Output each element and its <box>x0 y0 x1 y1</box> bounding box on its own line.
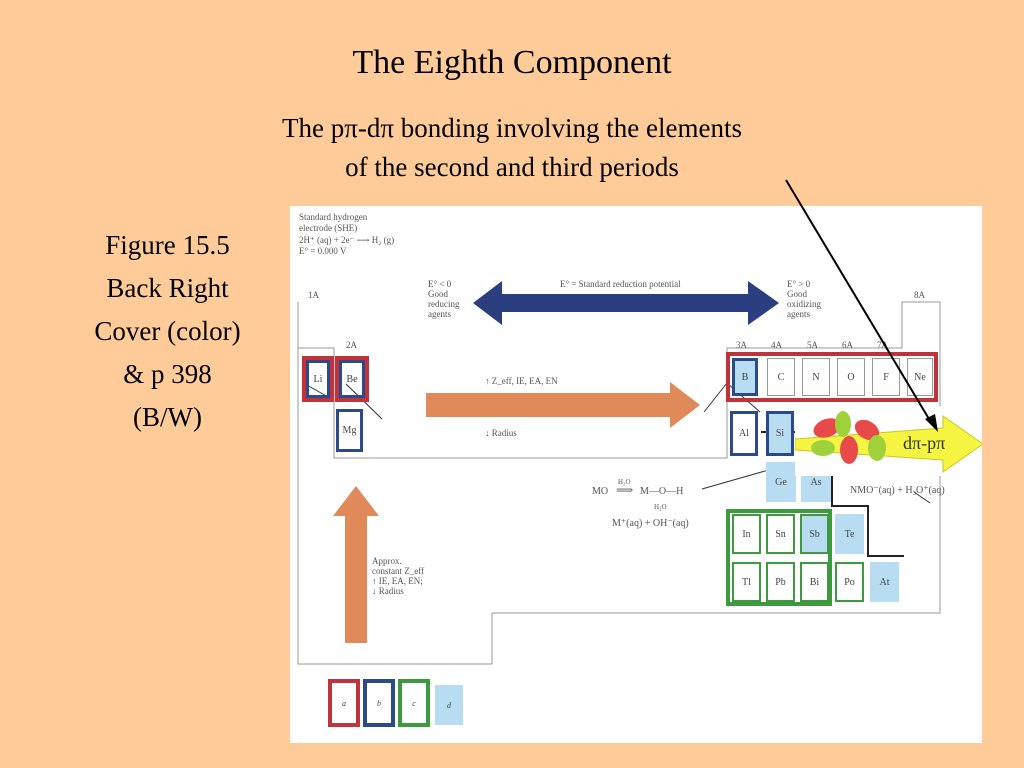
group-label-5a: 5A <box>807 340 818 350</box>
subtitle-line-2: of the second and third periods <box>345 152 679 182</box>
approx-line-1: Approx. <box>372 556 402 566</box>
reducing-line-3: reducing <box>428 299 460 309</box>
subtitle-line-1: The pπ-dπ bonding involving the elements <box>282 113 742 143</box>
caption-line-2: Back Right <box>106 273 229 303</box>
legend-key-c: c <box>398 679 430 727</box>
be-red-frame <box>335 356 369 402</box>
mo-label: MO <box>592 486 609 497</box>
approx-line-2: constant Z_eff <box>372 566 425 576</box>
zeff-trend-label: ↑ Z_eff, IE, EA, EN <box>485 376 558 386</box>
reduction-double-arrow <box>473 281 779 325</box>
approx-zeff-arrow <box>333 486 379 643</box>
group-label-6a: 6A <box>842 340 853 350</box>
p-block-metal-frame <box>726 509 832 606</box>
legend-key-a: a <box>328 679 360 727</box>
green-orbital-lobe-1 <box>835 411 851 437</box>
element-po: Po <box>835 562 864 602</box>
caption-line-1: Figure 15.5 <box>105 230 230 260</box>
element-tl: Tl <box>732 562 761 602</box>
element-mg: Mg <box>336 409 363 452</box>
approx-line-3: ↑ IE, EA, EN; <box>372 576 423 586</box>
reducing-line-4: agents <box>428 309 451 319</box>
slide-title: The Eighth Component <box>352 44 672 81</box>
element-n: N <box>802 358 830 396</box>
base-products-label: M⁺(aq) + OH⁻(aq) <box>612 518 689 529</box>
group-label-7a: 7A <box>877 340 888 350</box>
element-pb: Pb <box>766 562 795 602</box>
element-at: At <box>870 562 899 602</box>
caption-line-5: (B/W) <box>133 402 202 432</box>
element-li: Li <box>306 360 330 398</box>
legend-key-b: b <box>363 679 395 727</box>
reducing-line-2: Good <box>428 289 448 299</box>
element-f: F <box>872 358 900 396</box>
orbital-overlay-svg <box>795 411 982 473</box>
oxidizing-line-2: Good <box>787 289 807 299</box>
element-o: O <box>837 358 865 396</box>
caption-line-3: Cover (color) <box>94 316 241 346</box>
element-al: Al <box>730 411 758 456</box>
element-sb: Sb <box>800 514 829 554</box>
she-line-1: Standard hydrogen <box>299 212 368 222</box>
oxidizing-line-1: E° > 0 <box>787 279 811 289</box>
element-ge: Ge <box>766 462 796 502</box>
li-red-frame <box>302 356 334 402</box>
green-orbital-lobe-2 <box>868 435 886 461</box>
dpi-ppi-label: dπ-pπ <box>903 433 946 453</box>
element-b: B <box>732 358 758 396</box>
element-si: Si <box>766 411 794 456</box>
group-label-3a: 3A <box>736 340 747 350</box>
group-label-8a: 8A <box>914 290 925 300</box>
group-label-2a: 2A <box>346 340 357 350</box>
she-line-3: 2H⁺ (aq) + 2e⁻ ⟶ H₂ (g) <box>299 235 395 245</box>
red-orbital-lobe-3 <box>840 436 858 464</box>
red-orbital-lobe-2 <box>854 419 880 441</box>
radius-trend-label: ↓ Radius <box>485 428 517 438</box>
mo-reaction-arrow: ⟹ <box>616 483 634 497</box>
moh-label: M—O—H <box>640 486 684 497</box>
acid-products-label: NMO⁻(aq) + H₃O⁺(aq) <box>850 485 945 496</box>
she-line-4: E° = 0.000 V <box>299 246 347 256</box>
she-line-2: electrode (SHE) <box>299 223 358 233</box>
periodic-table-figure: Standard hydrogen electrode (SHE) 2H⁺ (a… <box>290 206 982 743</box>
legend-key-d: d <box>435 685 463 725</box>
oxidizing-line-3: oxidizing <box>787 299 821 309</box>
element-be: Be <box>339 360 365 398</box>
group-label-1a: 1A <box>308 290 319 300</box>
element-ne: Ne <box>907 358 933 396</box>
element-te: Te <box>835 514 864 554</box>
group-label-4a: 4A <box>771 340 782 350</box>
caption-line-4: & p 398 <box>123 359 212 389</box>
element-in: In <box>732 514 761 554</box>
reduction-potential-label: E° = Standard reduction potential <box>560 279 681 289</box>
element-bi: Bi <box>800 562 829 602</box>
oxidizing-line-4: agents <box>787 309 810 319</box>
zeff-arrow <box>426 382 700 428</box>
approx-line-4: ↓ Radius <box>372 586 404 596</box>
element-c: C <box>767 358 795 396</box>
green-orbital-lobe-3 <box>811 440 835 456</box>
orbital-overlay: dπ-pπ <box>795 406 982 476</box>
element-sn: Sn <box>766 514 795 554</box>
moh-water-label: H₂O <box>654 503 667 511</box>
mo-water-label: H₂O <box>618 478 631 486</box>
reducing-line-1: E° < 0 <box>428 279 452 289</box>
